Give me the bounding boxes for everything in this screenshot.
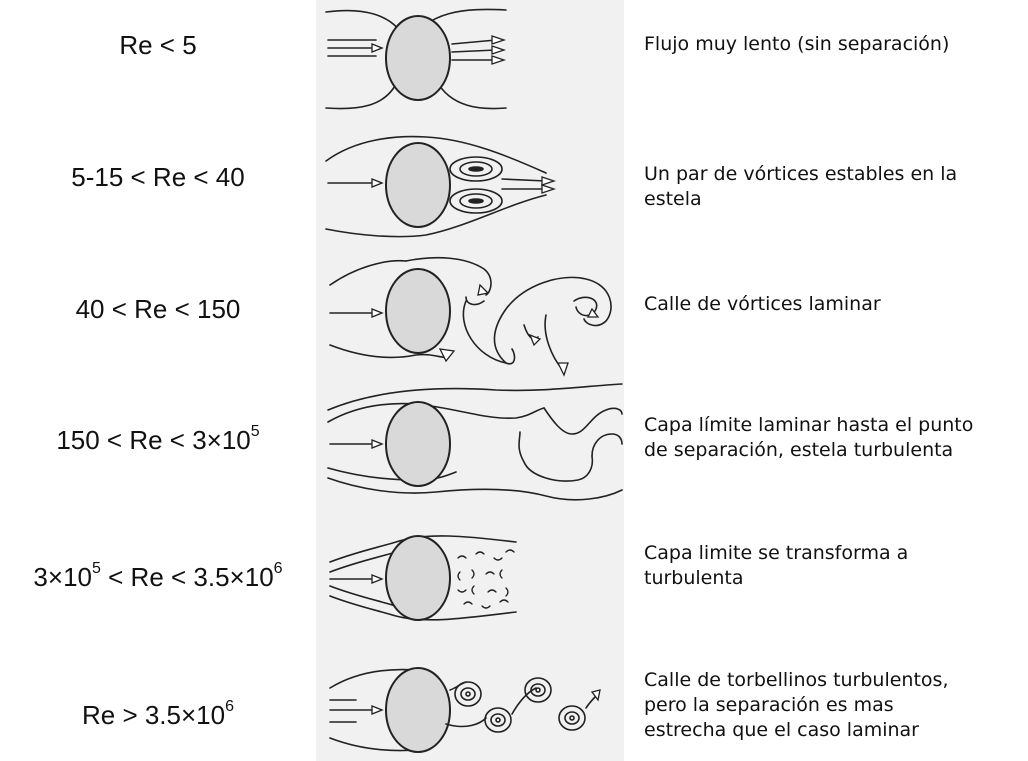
regime-description-2: Un par de vórtices estables en la estela: [644, 162, 1028, 212]
reynolds-label-2: 5-15 < Re < 40: [71, 162, 245, 192]
reynolds-label-1: Re < 5: [119, 30, 197, 60]
exponent: 6: [273, 560, 283, 577]
regime-description-5: Capa limite se transforma a turbulenta: [644, 541, 1028, 591]
description-line: turbulenta: [644, 567, 744, 589]
description-line: Calle de vórtices laminar: [644, 293, 881, 315]
regime-description-1: Flujo muy lento (sin separación): [644, 32, 1028, 57]
regime-description-3: Calle de vórtices laminar: [644, 292, 1028, 317]
reynolds-label-5: 3×105 < Re < 3.5×106: [33, 560, 283, 592]
exponent: 6: [225, 698, 235, 715]
description-line: Calle de torbellinos turbulentos,: [644, 669, 949, 691]
description-line: Capa limite se transforma a: [644, 542, 909, 564]
regime-description-6: Calle de torbellinos turbulentos, pero l…: [644, 668, 1028, 743]
regime-description-4: Capa límite laminar hasta el punto de se…: [644, 413, 1028, 463]
reynolds-label-4: 150 < Re < 3×105: [56, 423, 260, 455]
exponent: 5: [250, 423, 260, 440]
description-line: Un par de vórtices estables en la: [644, 163, 958, 185]
description-line: Flujo muy lento (sin separación): [644, 33, 950, 55]
reynolds-label-6: Re > 3.5×106: [81, 698, 235, 730]
flow-diagram-turbulent-boundary-layer: [329, 535, 517, 621]
flow-diagram-creeping: [325, 8, 507, 110]
flow-diagram-laminar-vortex-street: [329, 256, 612, 377]
description-line: pero la separación es mas: [644, 694, 894, 716]
exponent: 5: [92, 560, 101, 577]
description-line: de separación, estela turbulenta: [644, 439, 954, 461]
flow-diagram-turbulent-wake: [327, 383, 623, 501]
description-line: estela: [644, 188, 702, 210]
description-line: Capa límite laminar hasta el punto: [644, 414, 974, 436]
flow-diagram-turbulent-vortex-street: [329, 667, 601, 753]
figure-background-strip: [316, 0, 624, 761]
description-line: estrecha que el caso laminar: [644, 719, 919, 741]
reynolds-label-3: 40 < Re < 150: [75, 294, 241, 324]
flow-diagram-vortex-pair: [325, 135, 557, 238]
